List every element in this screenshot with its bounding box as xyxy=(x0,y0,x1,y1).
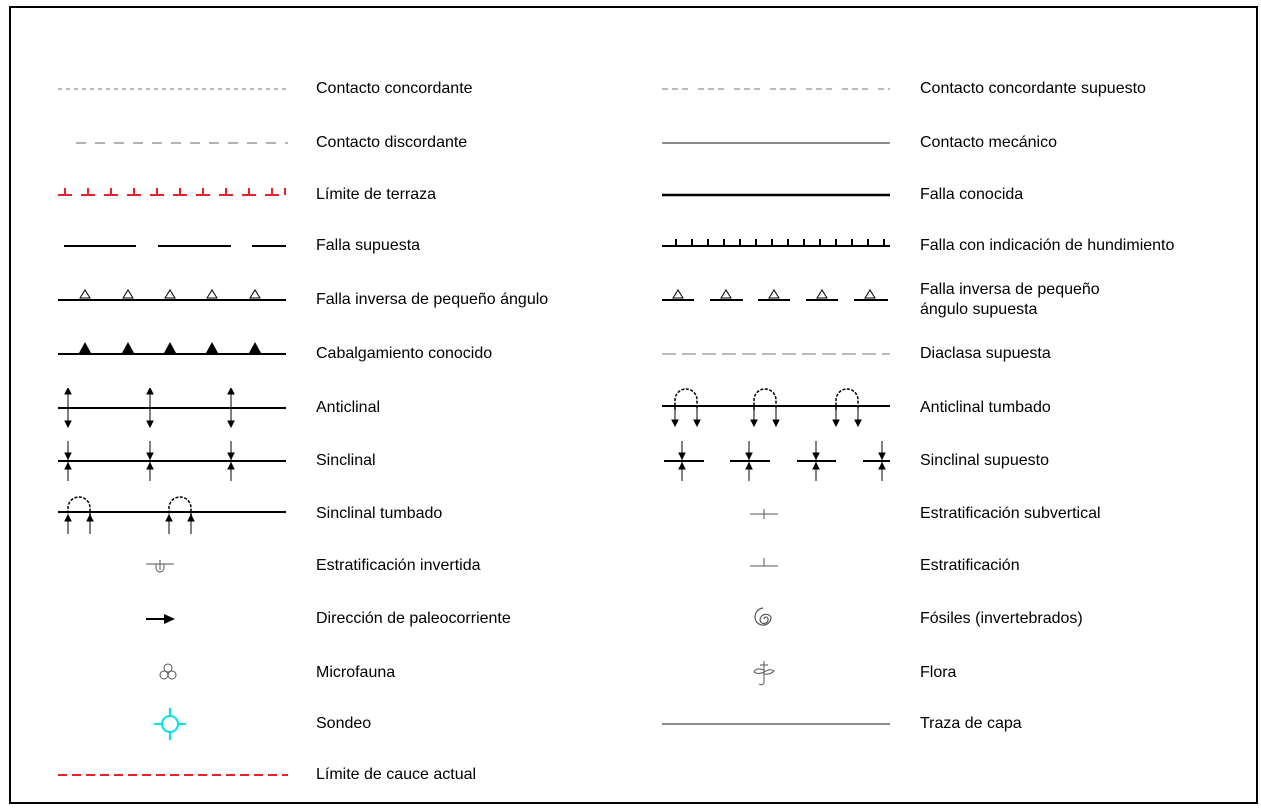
overturned-syncline-icon xyxy=(48,494,288,534)
long-dashed-thin-line-icon xyxy=(652,334,892,374)
legend-label: Sinclinal supuesto xyxy=(920,452,1049,469)
ticked-line-icon xyxy=(652,226,892,266)
filled-triangles-line-icon xyxy=(48,334,288,374)
legend-label: Falla inversa de pequeño ángulo supuesta xyxy=(920,281,1100,318)
legend-label: Microfauna xyxy=(316,664,396,681)
subvertical-bedding-icon xyxy=(652,494,892,534)
legend-label: Dirección de paleocorriente xyxy=(316,610,511,627)
solid-line-icon xyxy=(652,175,892,215)
legend-label: Contacto discordante xyxy=(316,134,468,151)
arrow-right-icon xyxy=(48,599,288,639)
legend-label: Falla supuesta xyxy=(316,237,421,254)
flora-icon xyxy=(652,653,892,693)
legend-label: Anticlinal xyxy=(316,399,381,416)
legend-label: Sondeo xyxy=(316,715,372,732)
legend-label: Límite de terraza xyxy=(316,186,437,203)
thin-solid-line-icon xyxy=(652,123,892,163)
legend-label: Traza de capa xyxy=(920,715,1022,732)
overturned-anticline-icon xyxy=(652,388,892,428)
legend-label: Falla conocida xyxy=(920,186,1024,203)
long-dash-line-icon xyxy=(48,226,288,266)
dashed-open-triangles-icon xyxy=(652,280,892,320)
legend-label: Límite de cauce actual xyxy=(316,766,477,783)
legend-label: Contacto concordante supuesto xyxy=(920,80,1146,97)
legend-label: Contacto mecánico xyxy=(920,134,1057,151)
legend-label: Sinclinal xyxy=(316,452,376,469)
legend-label: Estratificación xyxy=(920,557,1020,574)
legend-label: Anticlinal tumbado xyxy=(920,399,1051,416)
syncline-icon xyxy=(48,441,288,481)
red-dashed-line-icon xyxy=(48,755,288,795)
bedding-icon xyxy=(652,546,892,586)
anticline-icon xyxy=(48,388,288,428)
legend-label: Sinclinal tumbado xyxy=(316,505,443,522)
legend-label: Estratificación subvertical xyxy=(920,505,1101,522)
legend-label: Flora xyxy=(920,664,957,681)
red-terrace-line-icon xyxy=(48,175,288,215)
legend-label: Diaclasa supuesta xyxy=(920,345,1051,362)
legend-label: Fósiles (invertebrados) xyxy=(920,610,1083,627)
legend-label: Falla con indicación de hundimiento xyxy=(920,237,1175,254)
supposed-syncline-icon xyxy=(652,441,892,481)
microfauna-icon xyxy=(48,653,288,693)
dotted-line-icon xyxy=(48,69,288,109)
borehole-icon xyxy=(48,704,288,744)
legend-label: Falla inversa de pequeño ángulo xyxy=(316,291,549,308)
spiral-fossil-icon xyxy=(652,599,892,639)
legend-label: Cabalgamiento conocido xyxy=(316,345,493,362)
legend-label: Contacto concordante xyxy=(316,80,473,97)
inverted-bedding-icon xyxy=(48,546,288,586)
legend-label: Estratificación invertida xyxy=(316,557,481,574)
legend-frame xyxy=(9,6,1258,804)
dash-dot-line-icon xyxy=(652,69,892,109)
open-triangles-line-icon xyxy=(48,280,288,320)
layer-trace-icon xyxy=(652,704,892,744)
dashed-line-icon xyxy=(48,123,288,163)
